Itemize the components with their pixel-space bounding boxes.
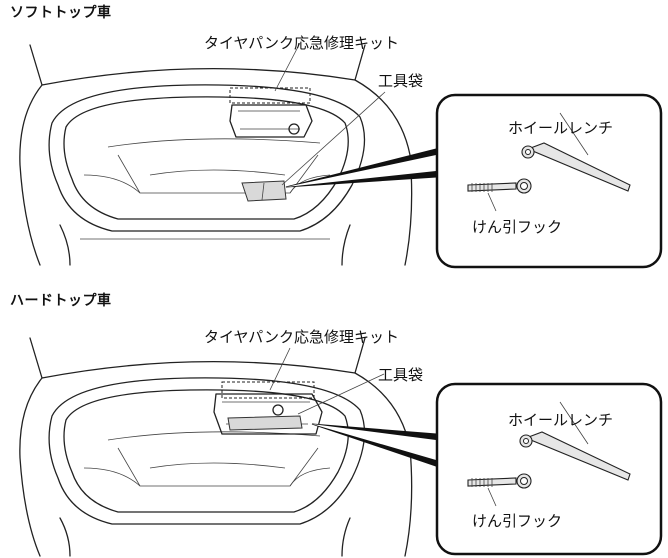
lug-wrench-label: ホイールレンチ <box>508 411 614 429</box>
tools-callout-box <box>435 382 663 556</box>
tool-bag-label: 工具袋 <box>378 72 424 90</box>
repair-kit-box <box>213 393 323 435</box>
lug-wrench-illustration <box>521 142 631 192</box>
hard-top-heading: ハードトップ車 <box>10 293 112 309</box>
trunk-opening-inner <box>63 96 349 220</box>
repair-kit-compressor <box>272 404 284 416</box>
trunk-lid-outline <box>29 44 366 86</box>
repair-kit-label: タイヤパンク応急修理キット <box>204 34 400 52</box>
hard-top-trunk-illustration <box>19 337 663 557</box>
body-outline-left <box>19 84 43 266</box>
repair-kit-label: タイヤパンク応急修理キット <box>204 328 400 346</box>
tow-hook-label: けん引フック <box>472 218 563 236</box>
lug-wrench-illustration <box>519 431 631 481</box>
trunk-lid-outline <box>29 337 366 379</box>
tool-bag <box>241 180 287 202</box>
repair-kit-box <box>229 104 313 138</box>
repair-kit-dashed-outline <box>221 381 315 399</box>
tow-hook-illustration <box>467 473 532 489</box>
repair-kit-compressor <box>288 123 300 135</box>
trunk-opening-inner <box>63 389 349 513</box>
repair-kit-dashed-outline <box>229 87 311 104</box>
trunk-opening-outer <box>48 84 366 232</box>
tow-hook-illustration <box>467 178 532 194</box>
body-outline-right <box>354 79 413 266</box>
body-outline-right <box>354 372 413 557</box>
soft-top-trunk-illustration <box>19 42 663 269</box>
tool-bag <box>227 415 303 431</box>
soft-top-heading: ソフトトップ車 <box>10 5 112 21</box>
body-outline-left <box>19 377 43 557</box>
tow-hook-label: けん引フック <box>472 512 563 530</box>
lug-wrench-label: ホイールレンチ <box>508 119 614 137</box>
tool-bag-leader <box>281 91 386 186</box>
repair-kit-leader <box>274 42 301 92</box>
repair-kit-leader <box>269 347 291 391</box>
tools-callout-box <box>435 93 663 269</box>
tool-bag-leader <box>297 373 385 415</box>
trunk-opening-outer <box>48 377 366 525</box>
tool-bag-label: 工具袋 <box>378 366 424 384</box>
